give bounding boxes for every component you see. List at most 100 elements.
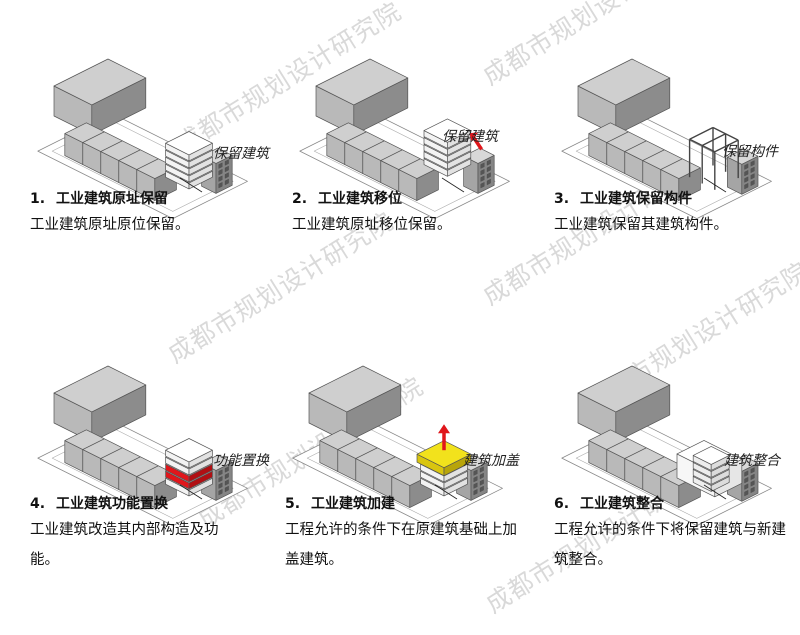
panel-title: 5.工业建筑加建 — [285, 493, 395, 513]
panel-replace: 功能置换 4. 工业建筑功能置换 工业建筑改造其内部构造及功能。 — [28, 335, 290, 635]
replaced-layer-top — [165, 438, 213, 463]
window — [218, 162, 223, 169]
window — [744, 490, 749, 497]
panel-description: 工程允许的条件下将保留建筑与新建筑整合。 — [554, 522, 786, 568]
callout-leader — [434, 484, 458, 500]
row-block-top — [660, 158, 701, 179]
window — [744, 470, 749, 477]
callout-leader — [703, 177, 727, 193]
window — [473, 476, 478, 483]
window — [224, 172, 229, 179]
window — [750, 486, 755, 493]
window — [479, 479, 484, 486]
window — [480, 175, 485, 182]
window — [744, 183, 749, 190]
window — [479, 472, 484, 480]
panel-integrate: 建筑整合 6. 工业建筑整合 工程允许的条件下将保留建筑与新建筑整合。 — [552, 335, 800, 635]
window — [750, 480, 755, 487]
window — [224, 165, 229, 173]
panel-title: 4. 工业建筑功能置换 — [30, 493, 168, 513]
warehouse-block-top — [577, 365, 671, 413]
add-arrow-head — [438, 424, 450, 434]
window — [750, 173, 755, 180]
window — [218, 469, 223, 476]
panel-title-text: 工业建筑功能置换 — [56, 496, 168, 512]
window — [750, 160, 755, 167]
panel-description: 工业建筑原址原位保留。 — [30, 217, 190, 233]
window — [479, 466, 484, 473]
panel-title: 3. 工业建筑保留构件 — [554, 188, 692, 208]
warehouse-block-top — [315, 58, 409, 106]
window — [750, 166, 755, 173]
relocated-building-top — [423, 118, 472, 143]
panel-title-text: 工业建筑整合 — [580, 496, 664, 512]
window — [744, 170, 749, 177]
warehouse-block-top — [577, 58, 671, 106]
diagram-replace — [37, 365, 248, 527]
diagram-frame — [561, 58, 772, 220]
window — [224, 485, 229, 493]
added-volume-top — [416, 440, 472, 469]
panel-title-text: 工业建筑原址保留 — [56, 191, 168, 207]
panel-add: 建筑加盖 5.工业建筑加建 工程允许的条件下在原建筑基础上加盖建筑。 — [283, 335, 545, 635]
warehouse-block-top — [53, 58, 147, 106]
diagram-integrate — [561, 365, 772, 527]
window — [750, 473, 755, 480]
panel-title: 1. 工业建筑原址保留 — [30, 188, 168, 208]
diagram-retain — [37, 58, 248, 220]
callout-label: 保留构件 — [722, 144, 778, 160]
callout-label: 保留建筑 — [213, 146, 269, 162]
panel-title: 6. 工业建筑整合 — [554, 493, 664, 513]
frame-beam — [689, 138, 716, 153]
panel-number: 4. — [30, 496, 46, 512]
panel-number: 2. — [292, 191, 308, 207]
panel-number: 3. — [554, 191, 570, 207]
diagram-relocate — [299, 58, 510, 220]
window — [218, 169, 223, 176]
callout-label: 建筑加盖 — [463, 453, 519, 469]
window — [744, 477, 749, 484]
window — [744, 163, 749, 170]
frame-beam — [712, 126, 739, 141]
window — [473, 469, 478, 476]
panel-description: 工程允许的条件下在原建筑基础上加盖建筑。 — [285, 522, 517, 568]
panel-description: 工业建筑改造其内部构造及功能。 — [30, 522, 219, 568]
window — [750, 467, 755, 474]
window — [218, 182, 223, 189]
window — [473, 482, 478, 489]
diagram-add — [292, 365, 503, 527]
window — [218, 482, 223, 489]
panel-title-text: 工业建筑保留构件 — [580, 191, 692, 207]
window — [486, 172, 491, 179]
window — [486, 165, 491, 173]
window — [486, 159, 491, 166]
callout-label: 功能置换 — [213, 453, 269, 469]
panel-retain: 保留建筑 1. 工业建筑原址保留 工业建筑原址原位保留。 — [28, 28, 290, 328]
callout-leader — [179, 177, 203, 193]
warehouse-block-top — [53, 365, 147, 413]
panel-number: 6. — [554, 496, 570, 512]
warehouse-block-top — [308, 365, 402, 413]
relocate-arrow-head — [469, 132, 479, 142]
window — [218, 476, 223, 483]
window — [486, 178, 491, 186]
window — [224, 472, 229, 480]
small-tower-top — [463, 147, 495, 164]
window — [744, 176, 749, 183]
frame-beam — [689, 126, 714, 140]
callout-label: 建筑整合 — [724, 453, 780, 469]
callout-leader — [703, 484, 727, 500]
panel-title-text: 工业建筑移位 — [318, 191, 402, 207]
frame-beam — [701, 133, 726, 147]
panel-relocate: 保留建筑 2.工业建筑移位 工业建筑原址移位保留。 — [290, 28, 552, 328]
panel-number: 5. — [285, 496, 301, 512]
window — [218, 175, 223, 182]
window — [480, 162, 485, 169]
panel-description: 工业建筑保留其建筑构件。 — [554, 217, 728, 233]
callout-label: 保留建筑 — [442, 129, 498, 145]
window — [750, 179, 755, 186]
window — [224, 466, 229, 473]
panel-number: 1. — [30, 191, 46, 207]
frame-beam — [714, 139, 739, 153]
window — [744, 483, 749, 490]
